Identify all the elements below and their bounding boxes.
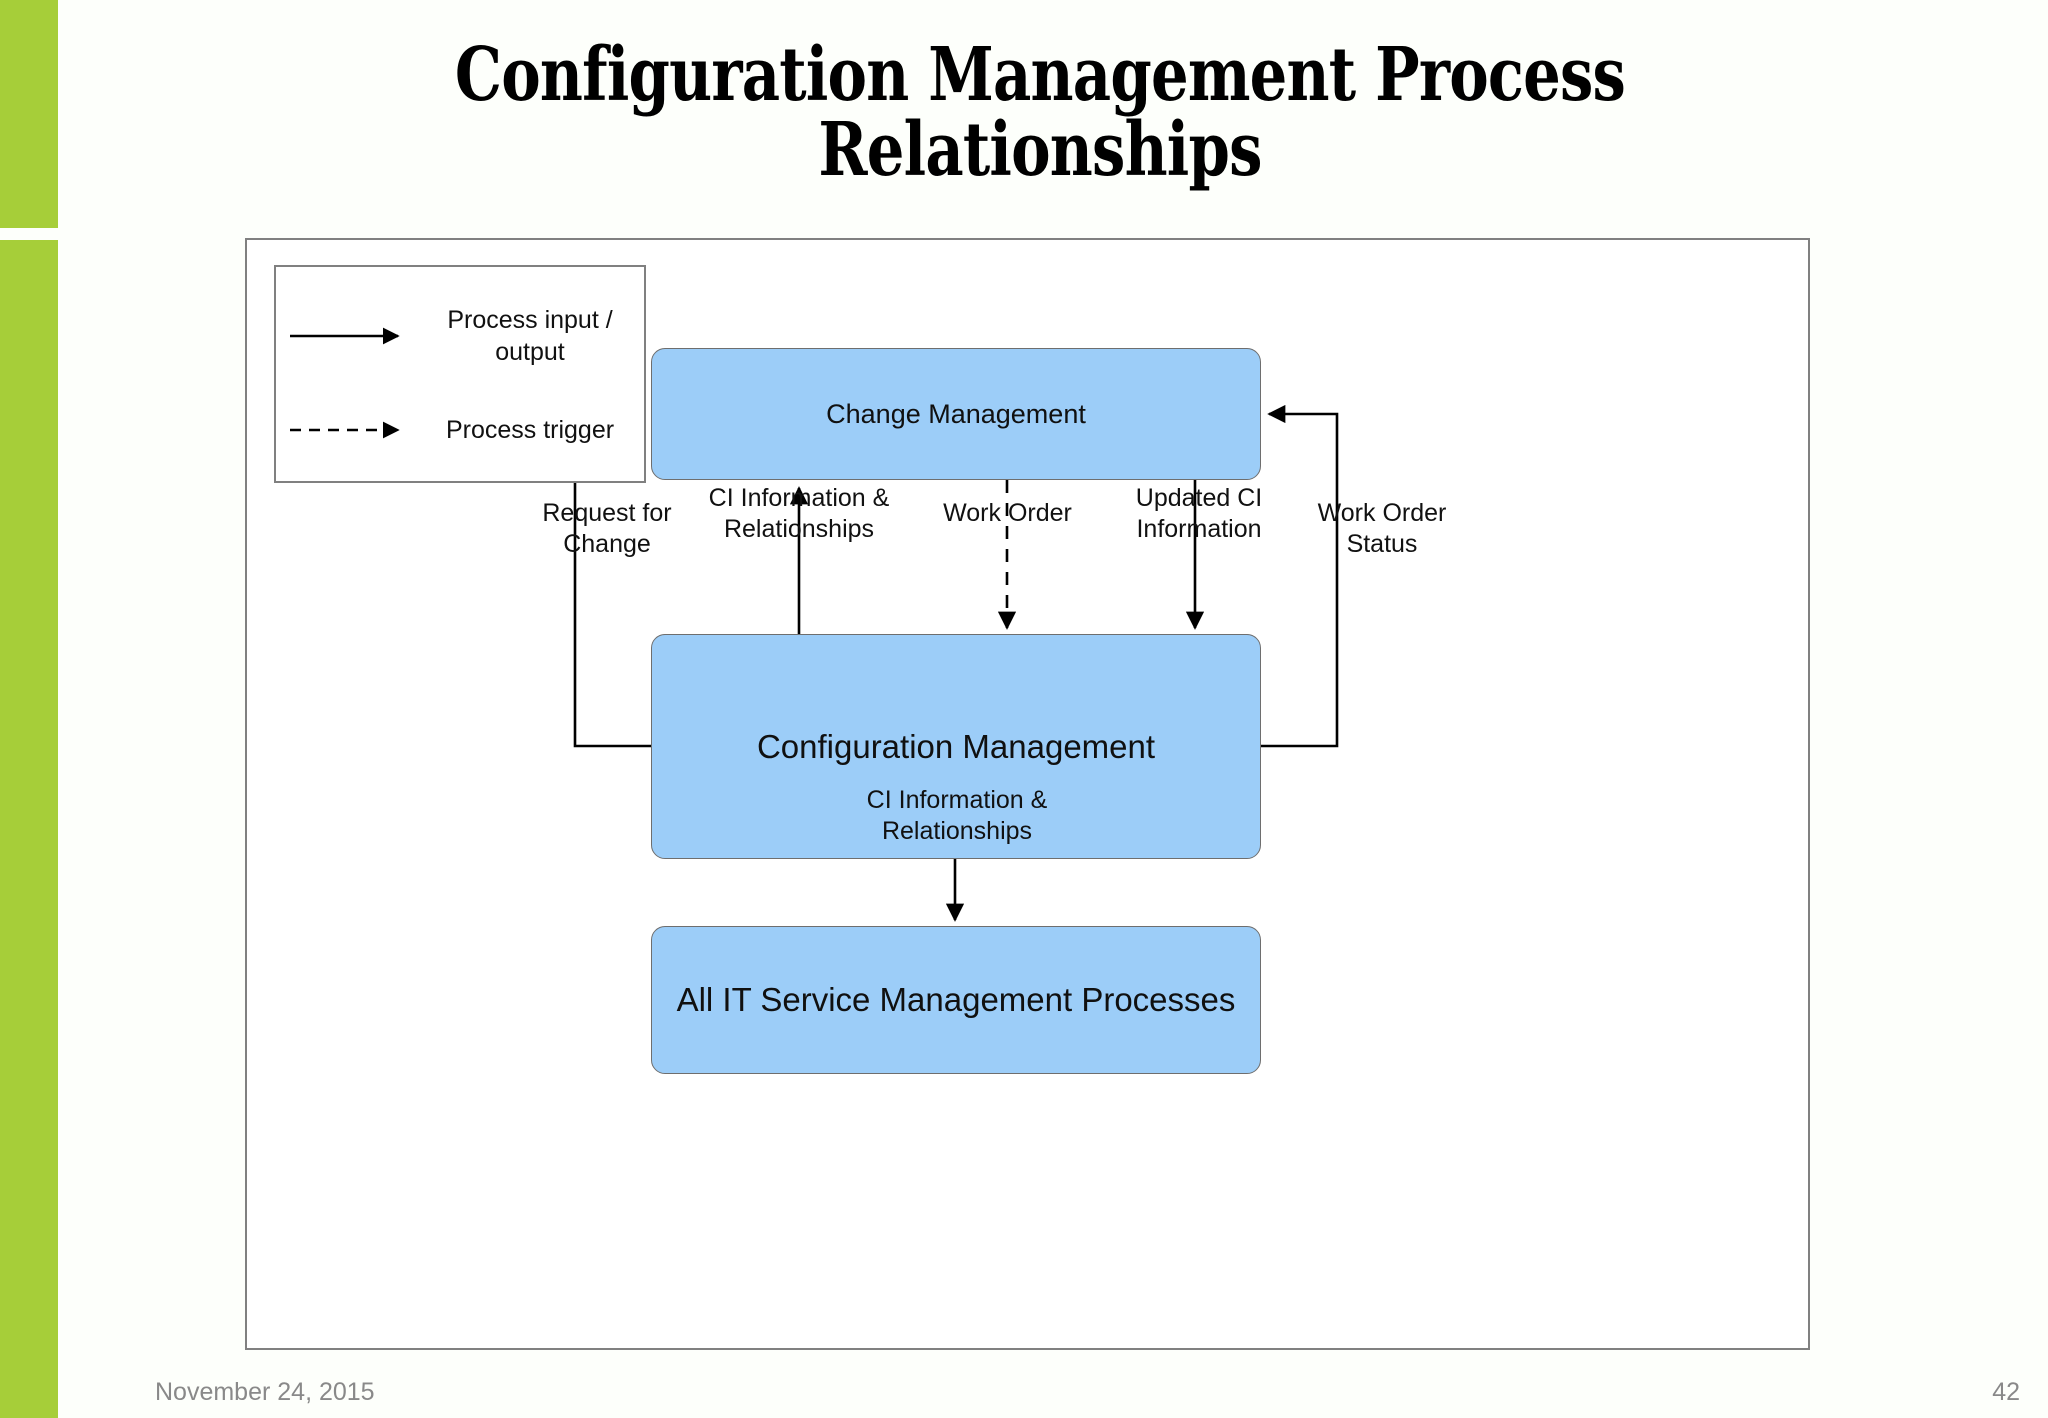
edge-label-ci-information-and-relationships-up: CI Information & Relationships — [708, 484, 890, 544]
legend-item-label: Process input / output — [447, 306, 613, 366]
footer-date: November 24, 2015 — [155, 1378, 375, 1406]
process-box-all-it-service-management-processes[interactable]: All IT Service Management Processes — [651, 926, 1261, 1074]
accent-bar-top — [0, 0, 58, 228]
legend: Process input / output Process trigger — [274, 265, 646, 483]
solid-arrow-icon — [276, 326, 426, 346]
page-title: Configuration Management Process Relatio… — [454, 32, 1626, 194]
edge-label-work-order-status: Work Order Status — [1317, 499, 1447, 559]
process-box-change-management[interactable]: Change Management — [651, 348, 1261, 480]
connector-work-order-status — [1261, 404, 1339, 748]
dashed-arrow-glyph — [290, 421, 400, 439]
dashed-arrow-icon — [276, 420, 426, 440]
edge-label-ci-information-and-relationships-down: CI Information & Relationships — [866, 786, 1048, 846]
edge-label-work-order: Work Order — [943, 499, 1072, 527]
edge-label-request-for-change: Request for Change — [542, 499, 672, 559]
legend-item-label: Process trigger — [445, 416, 615, 444]
footer-page-number: 42 — [1992, 1378, 2020, 1406]
diagram-frame: Process input / output Process trigger C… — [245, 238, 1810, 1350]
legend-item-process-trigger: Process trigger — [276, 399, 644, 461]
process-box-configuration-management[interactable]: Configuration Management — [651, 634, 1261, 859]
edge-label-updated-ci-information: Updated CI Information — [1135, 484, 1263, 544]
accent-bar-bottom — [0, 240, 58, 1418]
legend-item-process-input-output: Process input / output — [276, 291, 644, 381]
solid-arrow-glyph — [290, 327, 400, 345]
